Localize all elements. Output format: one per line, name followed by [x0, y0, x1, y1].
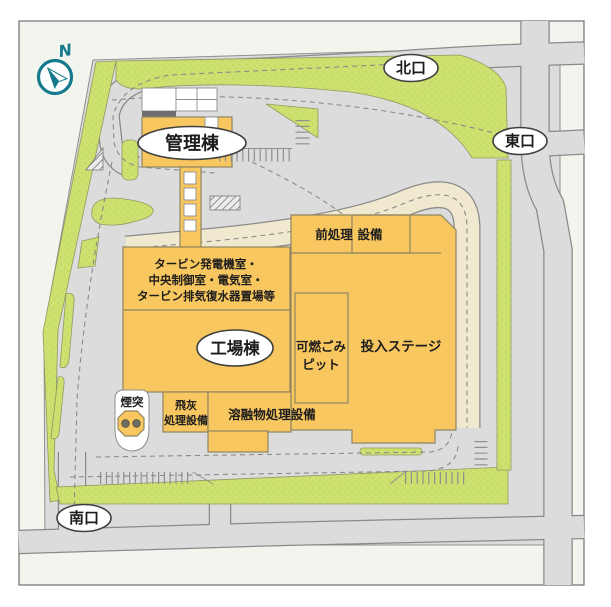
turbine-label-2: 中央制御室・電気室・ [149, 273, 264, 287]
compass-needle-dark [47, 67, 59, 90]
compass-needle-light [46, 67, 69, 83]
chimney-stack-1 [121, 419, 130, 428]
structure-1 [141, 87, 177, 112]
dash-south-inner-1 [95, 427, 453, 458]
compass: N [36, 40, 74, 96]
corridor-window-1 [183, 171, 197, 185]
loading-stage-label: 投入ステージ [361, 339, 442, 355]
melt-shape-ext [207, 430, 269, 453]
ramp [124, 181, 481, 428]
green-east-strip [496, 159, 512, 471]
ramp-surface [124, 182, 480, 428]
pretreatment-label-1: 前処理 [315, 227, 353, 242]
east-gate-oval [492, 126, 548, 156]
corridor-window-2 [183, 187, 197, 201]
north-structures [141, 87, 218, 117]
east-gate-label: 東口 [505, 132, 535, 150]
pretreatment-box [351, 214, 411, 254]
corridor-window-4 [183, 219, 197, 232]
chimney-group [114, 389, 150, 452]
dash-west-road [73, 161, 113, 517]
east-branch-road [542, 130, 585, 156]
waste-pit-label-1: 可燃ごみ [296, 339, 347, 354]
melt-label: 溶融物処理設備 [228, 407, 316, 422]
chimney-stack-2 [132, 419, 141, 428]
green-sliver-2 [50, 376, 65, 440]
compass-north-label: N [57, 40, 74, 61]
green-inner-blob [121, 139, 139, 181]
chimney-octagon [117, 410, 145, 437]
waste-pit-label-2: ピット [302, 357, 340, 372]
building-labels: タービン発電機室・ 中央制御室・電気室・ タービン排気復水器置場等 前処理 設備… [121, 227, 442, 427]
north-gate-label: 北口 [396, 59, 426, 77]
green-teardrop [91, 197, 154, 226]
parking-comb-south-2-end [389, 471, 406, 485]
admin-oval [137, 125, 247, 161]
fly-ash-label-2: 処理設備 [163, 413, 208, 427]
factory-oval [196, 329, 274, 367]
green-south-band [55, 466, 509, 505]
green-sliver-1 [59, 292, 75, 369]
south-gate-oval [56, 503, 112, 533]
green-west-strip [42, 60, 117, 503]
melt-shape [207, 391, 292, 433]
turbine-label-1: タービン発電機室・ [154, 257, 258, 271]
factory-label: 工場棟 [210, 338, 260, 358]
north-gate-oval [383, 53, 439, 83]
chimney-label: 煙突 [121, 395, 144, 409]
factory-building-shape [122, 246, 291, 393]
green-small-bar [359, 447, 423, 456]
corridor-window-3 [183, 203, 197, 217]
compass-needle [46, 67, 69, 90]
dash-nw-loop [112, 62, 421, 174]
waste-pit-shape [294, 292, 349, 404]
south-gate-label: 南口 [69, 509, 99, 527]
dark-bar [142, 111, 176, 117]
parking-comb-south-1-end [192, 471, 214, 485]
south-road [18, 516, 585, 553]
buildings [122, 116, 457, 453]
fly-ash-label-1: 飛灰 [174, 398, 197, 412]
hatched-triangle [85, 146, 104, 171]
dash-south-inner-2 [69, 445, 459, 478]
oval-labels: 北口 東口 南口 管理棟 工場棟 [56, 53, 548, 533]
pretreatment-label-2: 設備 [357, 227, 383, 242]
admin-label: 管理棟 [165, 133, 220, 155]
hatched-area [209, 195, 241, 211]
fly-ash-shape [162, 391, 209, 433]
turbine-label-3: タービン排気復水器置場等 [137, 289, 275, 303]
green-wedge-parking [265, 103, 319, 139]
